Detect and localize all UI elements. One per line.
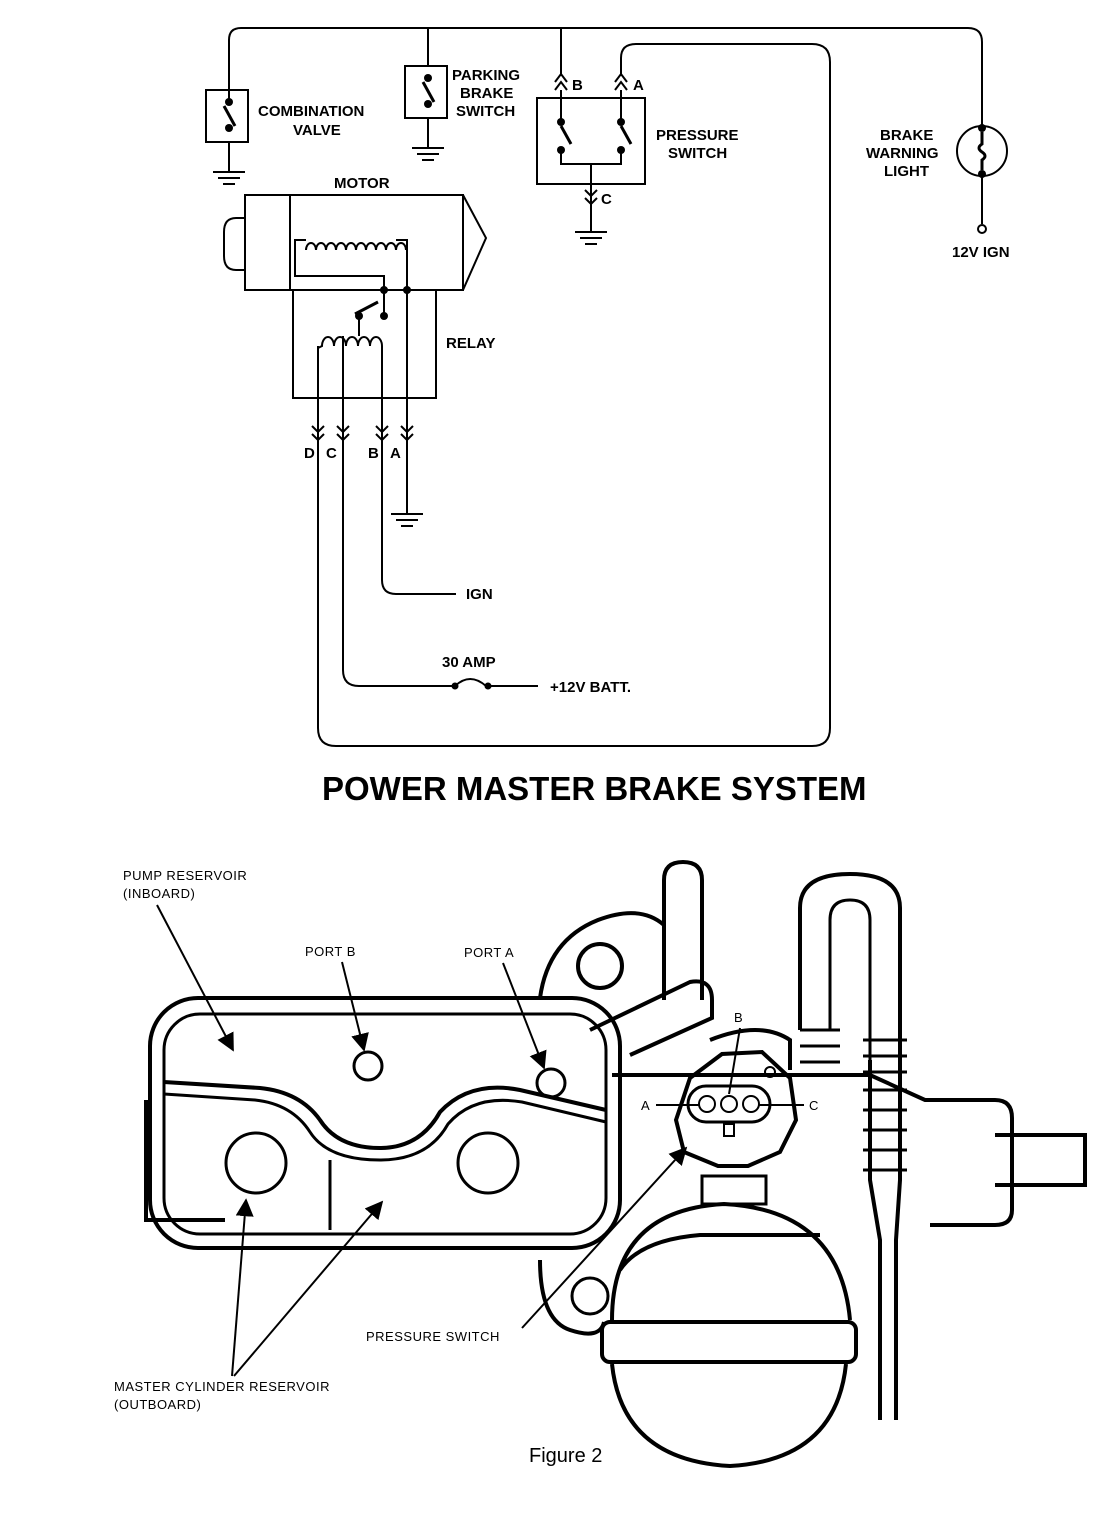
parking-brake-label-3: SWITCH — [456, 103, 515, 120]
body-left-edge — [144, 1100, 225, 1222]
pressure-switch-leader — [521, 1146, 688, 1329]
pushrod-boss — [995, 1133, 1087, 1187]
lower-mount-hole — [570, 1276, 610, 1316]
relay-pin-a: A — [390, 445, 401, 462]
accumulator-band — [600, 1320, 858, 1364]
diagram-title: POWER MASTER BRAKE SYSTEM — [322, 770, 867, 807]
port-a-hole — [535, 1067, 567, 1099]
warning-light-label-2: WARNING — [866, 145, 939, 162]
pipe-fittings — [800, 1028, 840, 1064]
pump-reservoir-label-2: (INBOARD) — [123, 886, 195, 901]
lower-mount — [538, 1259, 606, 1336]
line-fittings — [863, 1038, 907, 1172]
port-b-leader — [341, 961, 369, 1052]
fuse-label: 30 AMP — [442, 654, 496, 671]
switch-key — [723, 1123, 735, 1137]
fuse-icon — [454, 678, 487, 687]
pump-tube — [662, 859, 704, 1000]
switch-hex — [700, 1174, 768, 1206]
body-right-flange — [612, 1073, 1014, 1227]
switch-pin-c-label: C — [809, 1098, 819, 1113]
pressure-switch-pin-a: A — [633, 77, 644, 94]
pressure-switch-label-1: PRESSURE — [656, 127, 739, 144]
master-cylinder-leader-2 — [233, 1200, 384, 1377]
ign-12v-label: 12V IGN — [952, 244, 1010, 261]
pressure-switch-label-2: SWITCH — [668, 145, 727, 162]
warning-light-label-1: BRAKE — [880, 127, 933, 144]
relay-label: RELAY — [446, 335, 495, 352]
relay-pin-b: B — [368, 445, 379, 462]
accumulator-bottom — [610, 1363, 848, 1469]
pressure-switch-pin-c: C — [601, 191, 612, 208]
master-cylinder-label-2: (OUTBOARD) — [114, 1397, 201, 1412]
parking-brake-label-1: PARKING — [452, 67, 520, 84]
master-cylinder-leader-1 — [231, 1198, 254, 1377]
motor-label: MOTOR — [334, 175, 390, 192]
rear-boss-hole — [576, 942, 624, 990]
pump-reservoir-label-1: PUMP RESERVOIR — [123, 868, 247, 883]
switch-terminal-c — [742, 1095, 760, 1113]
body-lower-edge — [618, 1233, 820, 1272]
switch-boss — [709, 1028, 792, 1070]
pump-reservoir-leader — [156, 904, 234, 1052]
warning-light-label-3: LIGHT — [884, 163, 929, 180]
rear-boss — [538, 911, 666, 999]
combination-valve — [205, 89, 249, 185]
master-cylinder-port-right — [456, 1131, 520, 1195]
reservoir-outer — [148, 996, 622, 1250]
brake-warning-light — [956, 124, 1008, 234]
return-pipe-inner — [828, 898, 872, 1060]
switch-pin-a-label: A — [641, 1098, 650, 1113]
master-cylinder-port-left — [224, 1131, 288, 1195]
ign-wire — [381, 440, 456, 595]
return-pipe-outer — [798, 871, 902, 1060]
switch-terminal-a — [698, 1095, 716, 1113]
figure-caption: Figure 2 — [529, 1445, 602, 1467]
reservoir-inner — [162, 1012, 608, 1236]
parking-brake-switch — [404, 65, 448, 161]
pressure-switch-assembly-label: PRESSURE SWITCH — [366, 1329, 500, 1344]
relay-pin-c: C — [326, 445, 337, 462]
hose-fitting — [589, 979, 714, 1057]
brake-line-2 — [894, 1060, 902, 1420]
master-cylinder-label-1: MASTER CYLINDER RESERVOIR — [114, 1379, 330, 1394]
accumulator-top — [610, 1201, 852, 1321]
wiring-diagram: COMBINATION VALVE PARKING BRAKE SWITCH — [205, 27, 1010, 747]
ign-label: IGN — [466, 586, 493, 603]
battery-wire — [342, 440, 453, 687]
switch-screw — [764, 1066, 776, 1078]
parking-brake-label-2: BRAKE — [460, 85, 513, 102]
combination-valve-label-1: COMBINATION — [258, 103, 364, 120]
combination-valve-label-2: VALVE — [293, 122, 341, 139]
port-a-label: PORT A — [464, 945, 514, 960]
port-b-label: PORT B — [305, 944, 356, 959]
pressure-switch-body — [673, 1049, 799, 1168]
switch-pin-b-leader — [728, 1027, 741, 1095]
relay-pin-d: D — [304, 445, 315, 462]
top-bus-wire — [228, 27, 983, 126]
master-cylinder-assembly — [144, 859, 1087, 1469]
reservoir-divider — [163, 1080, 607, 1151]
port-a-leader — [502, 962, 547, 1070]
relay — [292, 286, 437, 442]
motor — [223, 194, 488, 291]
pressure-switch-a-loop — [317, 43, 831, 747]
switch-terminal-b — [720, 1095, 738, 1113]
battery-label: +12V BATT. — [550, 679, 631, 696]
port-b-hole — [352, 1050, 384, 1082]
pressure-switch — [536, 72, 646, 245]
brake-line-1 — [868, 1060, 882, 1420]
pressure-switch-pin-b: B — [572, 77, 583, 94]
switch-pin-b-label: B — [734, 1010, 743, 1025]
reservoir-divider-inner — [163, 1092, 607, 1162]
